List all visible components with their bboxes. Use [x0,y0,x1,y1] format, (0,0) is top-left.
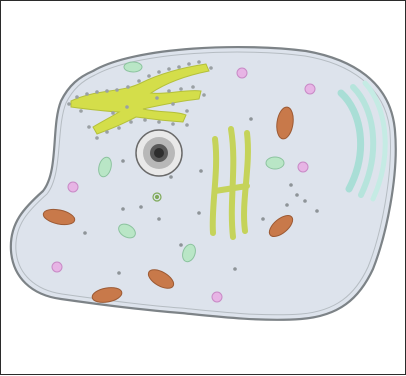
nucleus-icon [136,130,182,176]
cell-membrane-icon [11,47,396,320]
